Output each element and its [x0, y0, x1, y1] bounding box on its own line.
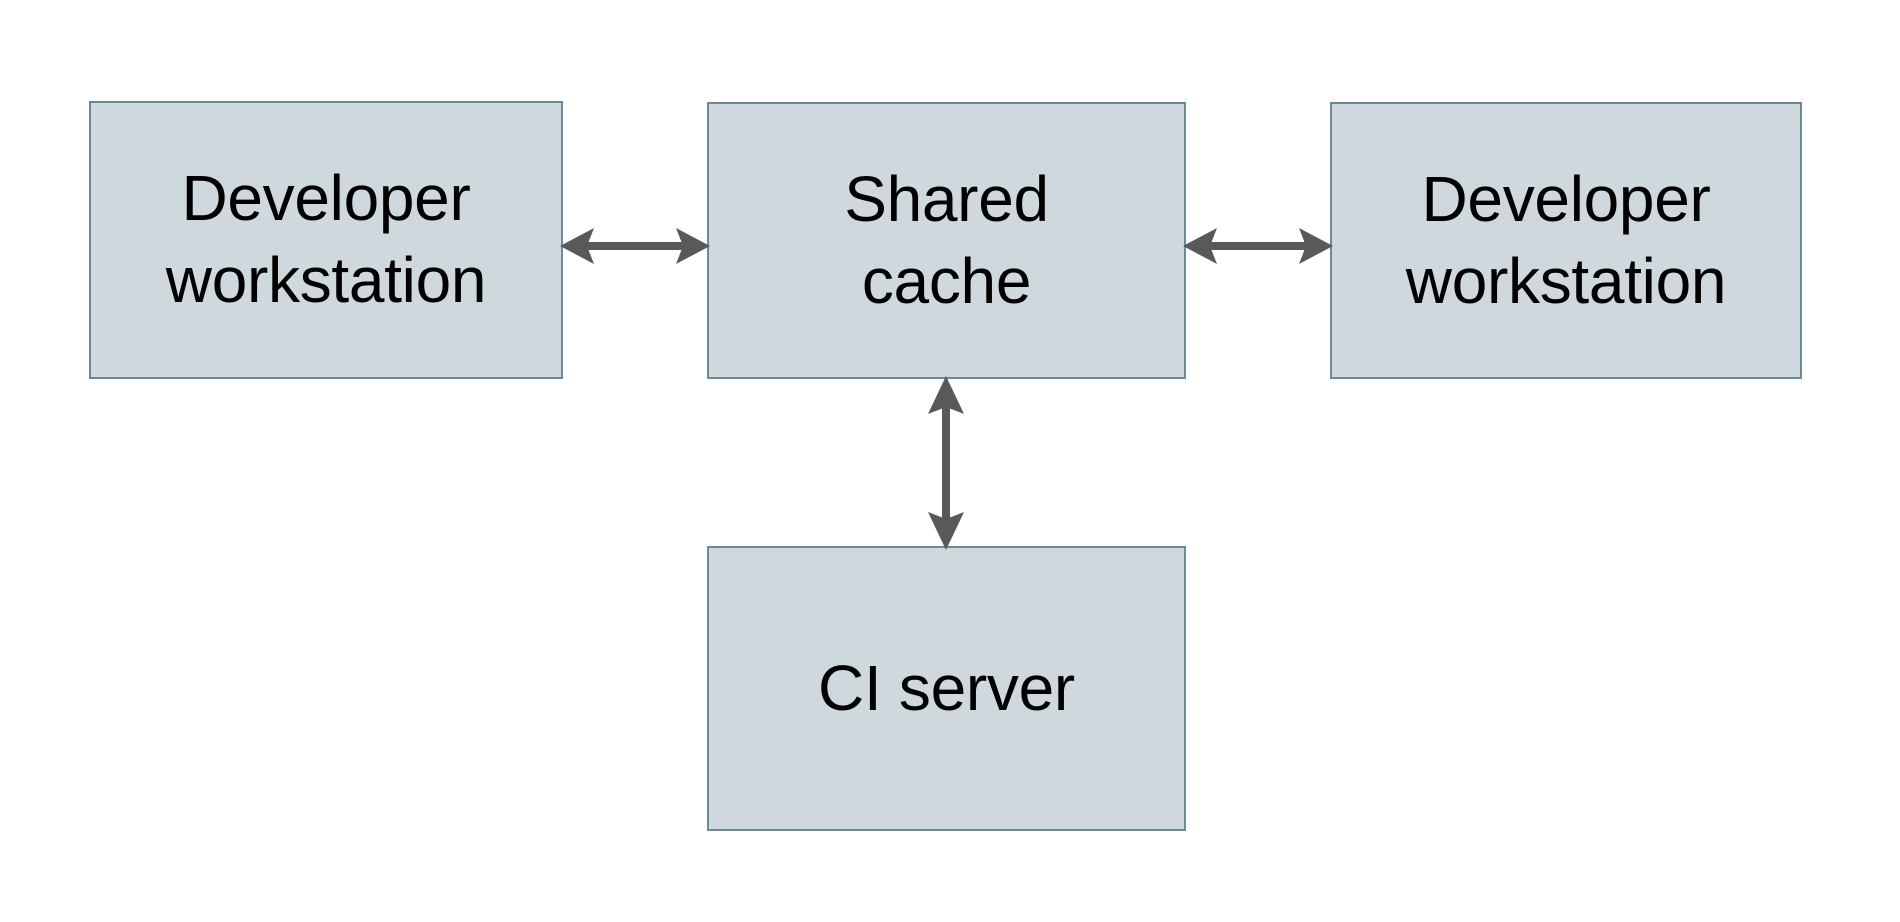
node-developer-workstation-right[interactable]: Developer workstation — [1330, 102, 1802, 379]
node-label: Developer workstation — [165, 162, 487, 316]
node-label: Shared cache — [844, 162, 1049, 317]
node-developer-workstation-left[interactable]: Developer workstation — [89, 101, 563, 379]
edge-shared-cache-to-developer-workstation-right[interactable] — [1183, 215, 1333, 277]
node-label: CI server — [818, 651, 1075, 724]
node-ci-server[interactable]: CI server — [707, 546, 1186, 831]
node-shared-cache[interactable]: Shared cache — [707, 102, 1186, 379]
edge-shared-cache-to-ci-server[interactable] — [915, 376, 977, 550]
double-headed-arrow-icon — [928, 376, 964, 550]
double-headed-arrow-icon — [1183, 228, 1333, 264]
node-label: Developer workstation — [1405, 162, 1727, 317]
double-headed-arrow-icon — [560, 228, 710, 264]
edge-developer-workstation-left-to-shared-cache[interactable] — [560, 215, 710, 277]
